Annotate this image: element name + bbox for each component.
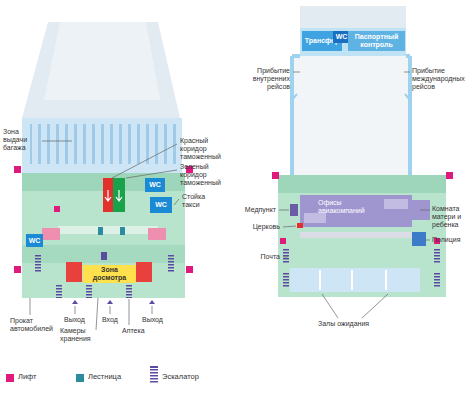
callout-label: Аптека: [122, 327, 152, 335]
legend-text: Лестница: [88, 373, 121, 382]
wc-box: WC: [145, 178, 165, 192]
legend-text: Эскалатор: [162, 373, 199, 382]
box-label: WC: [29, 237, 41, 245]
callout-label: Полиция: [432, 236, 472, 244]
wc-box: WC: [26, 234, 43, 247]
box-label: Зона досмотра: [85, 266, 134, 281]
callout-label: Медпункт: [234, 206, 276, 214]
callout-label: Комната матери и ребенка: [432, 205, 472, 229]
box-label: Паспортный контроль: [350, 33, 403, 48]
box-label: WC: [155, 201, 167, 209]
box-label: WC: [336, 33, 348, 41]
legend-swatch: [76, 374, 84, 382]
entrance-label: Вход: [102, 316, 122, 324]
callout-label: Камеры хранения: [60, 327, 96, 343]
legend-swatch: [6, 374, 14, 382]
callout-label: Прибытие международных рейсов: [412, 67, 470, 91]
callout-label: Зона выдачи багажа: [3, 128, 43, 152]
callout-label: Церковь: [238, 223, 280, 231]
passport-control-box: Паспортный контроль: [348, 31, 405, 51]
inspection-zone: Зона досмотра: [83, 265, 136, 283]
callout-label: Стойка такси: [182, 193, 224, 209]
exit-label: Выход: [142, 316, 168, 324]
callout-label: Прибытие внутренних рейсов: [232, 67, 290, 91]
callout-label: Залы ожидания: [318, 320, 388, 328]
wc-box: WC: [150, 197, 172, 213]
exit-label: Выход: [64, 316, 88, 324]
area-label: Офисы авиакомпаний: [318, 199, 388, 215]
legend-text: Лифт: [18, 373, 37, 382]
box-label: WC: [149, 181, 161, 189]
callout-label: Почта: [238, 253, 280, 261]
callout-label: Зеленый коридор таможенный: [180, 163, 236, 187]
callout-label: Красный коридор таможенный: [180, 137, 236, 161]
callout-label: Прокат автомобилей: [10, 317, 56, 333]
